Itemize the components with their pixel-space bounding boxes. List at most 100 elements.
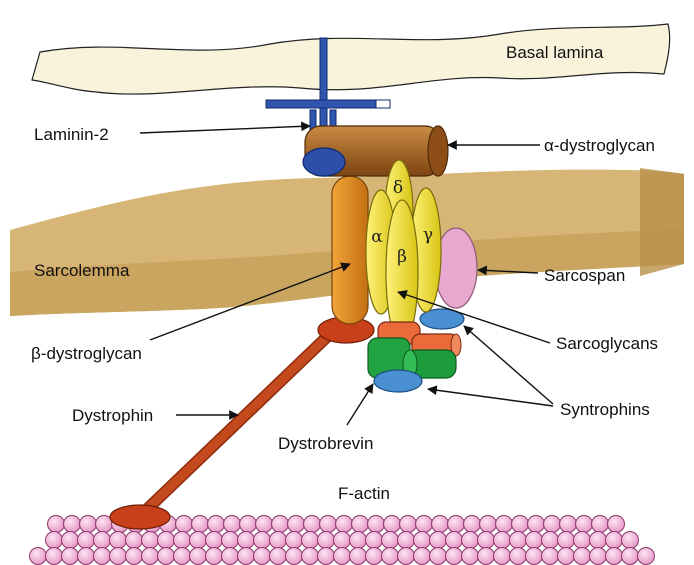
f-actin-bead — [318, 548, 335, 565]
laminin-rod-tip — [376, 100, 390, 108]
label-dystrophin: Dystrophin — [72, 406, 153, 425]
f-actin-bead — [480, 516, 497, 533]
f-actin-bead — [592, 516, 609, 533]
f-actin-bead — [270, 548, 287, 565]
f-actin-bead — [544, 516, 561, 533]
f-actin-bead — [446, 532, 463, 549]
f-actin-bead — [366, 532, 383, 549]
f-actin-bead — [206, 548, 223, 565]
label-laminin-2: Laminin-2 — [34, 125, 109, 144]
f-actin-bead — [78, 548, 95, 565]
f-actin-bead — [238, 548, 255, 565]
f-actin-bead — [414, 532, 431, 549]
arrow-laminin — [140, 126, 310, 133]
f-actin-bead — [336, 516, 353, 533]
label-beta-dystroglycan: β-dystroglycan — [31, 344, 142, 363]
f-actin-bead — [542, 548, 559, 565]
f-actin-bead — [62, 548, 79, 565]
sarcolemma-side-face — [640, 168, 684, 276]
f-actin-bead — [192, 516, 209, 533]
f-actin-bead — [382, 532, 399, 549]
f-actin-bead — [590, 532, 607, 549]
laminin-globular-domain — [303, 148, 345, 176]
label-dystrobrevin: Dystrobrevin — [278, 434, 373, 453]
f-actin-bead — [190, 532, 207, 549]
f-actin-bead — [368, 516, 385, 533]
f-actin-bead — [382, 548, 399, 565]
f-actin-bead — [446, 548, 463, 565]
syntrophin-lower — [374, 370, 422, 392]
f-actin-bead — [238, 532, 255, 549]
f-actin-bead — [158, 548, 175, 565]
alpha-dystroglycan-end-cap — [428, 126, 448, 176]
f-actin-bead — [286, 548, 303, 565]
f-actin-bead — [318, 532, 335, 549]
sarcoglycan-alpha-letter: α — [371, 227, 383, 247]
f-actin-bead — [126, 532, 143, 549]
f-actin-bead — [94, 532, 111, 549]
f-actin-bead — [512, 516, 529, 533]
f-actin-bead — [464, 516, 481, 533]
f-actin-bead — [334, 532, 351, 549]
f-actin-bead — [608, 516, 625, 533]
label-sarcospan: Sarcospan — [544, 266, 625, 285]
f-actin-bead — [320, 516, 337, 533]
f-actin-bead — [256, 516, 273, 533]
f-actin-bead — [190, 548, 207, 565]
f-actin-bead — [430, 548, 447, 565]
f-actin-bead — [542, 532, 559, 549]
f-actin-bead — [46, 532, 63, 549]
f-actin-bead — [48, 516, 65, 533]
dystrophin-actin-binding-end — [110, 505, 170, 529]
f-actin-bead — [526, 532, 543, 549]
label-sarcoglycans: Sarcoglycans — [556, 334, 658, 353]
f-actin-bead — [366, 548, 383, 565]
f-actin-bead — [414, 548, 431, 565]
f-actin-bead — [606, 548, 623, 565]
f-actin-bead — [576, 516, 593, 533]
f-actin-bead — [528, 516, 545, 533]
f-actin-bead — [272, 516, 289, 533]
dystrophin-rod-fill — [142, 334, 330, 514]
f-actin-bead — [126, 548, 143, 565]
sarcoglycan-beta-letter: β — [397, 247, 407, 267]
f-actin-bead — [432, 516, 449, 533]
f-actin-bead — [558, 532, 575, 549]
f-actin-bead — [494, 548, 511, 565]
f-actin-bead — [158, 532, 175, 549]
f-actin-bead — [94, 548, 111, 565]
f-actin-bead — [64, 516, 81, 533]
f-actin-bead — [622, 548, 639, 565]
f-actin-bead — [110, 548, 127, 565]
f-actin-bead — [30, 548, 47, 565]
f-actin-bead — [510, 548, 527, 565]
f-actin-bead — [224, 516, 241, 533]
f-actin-bead — [80, 516, 97, 533]
f-actin-bead — [560, 516, 577, 533]
f-actin-bead — [208, 516, 225, 533]
arrow-dystrobrevin — [347, 384, 373, 425]
f-actin-bead — [448, 516, 465, 533]
f-actin-bead — [222, 548, 239, 565]
arrow-syntrophin-lower — [428, 389, 553, 406]
f-actin-bead — [142, 532, 159, 549]
f-actin-bead — [352, 516, 369, 533]
f-actin-bead — [46, 548, 63, 565]
f-actin-bead — [558, 548, 575, 565]
f-actin-bead — [590, 548, 607, 565]
f-actin-bead — [176, 516, 193, 533]
f-actin-bead — [574, 548, 591, 565]
f-actin-bead — [478, 532, 495, 549]
sarcoglycan-gamma-letter: γ — [423, 225, 433, 245]
f-actin-bead — [462, 548, 479, 565]
f-actin-bead — [288, 516, 305, 533]
f-actin-bead — [350, 532, 367, 549]
f-actin-bead — [416, 516, 433, 533]
f-actin-bead — [174, 532, 191, 549]
f-actin-bead — [496, 516, 513, 533]
f-actin-bead — [110, 532, 127, 549]
f-actin-bead — [494, 532, 511, 549]
label-syntrophins: Syntrophins — [560, 400, 650, 419]
f-actin-bead — [526, 548, 543, 565]
